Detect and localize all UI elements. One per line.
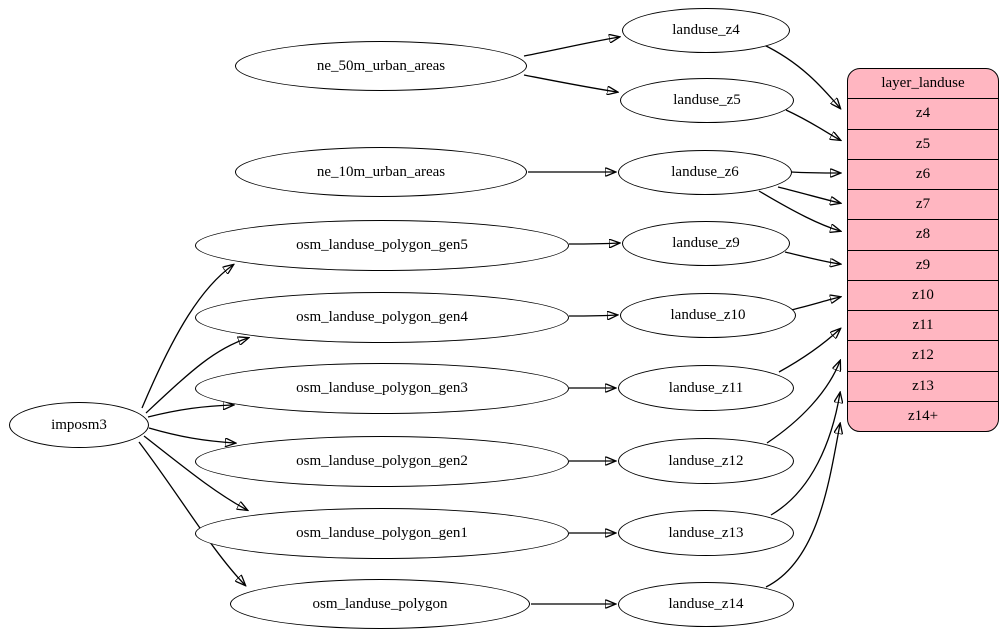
node-ne-50m-urban-areas: ne_50m_urban_areas bbox=[235, 41, 527, 91]
layer-table-row: z5 bbox=[848, 128, 998, 159]
layer-table-header: layer_landuse bbox=[881, 75, 965, 92]
node-landuse-z5: landuse_z5 bbox=[620, 78, 794, 123]
node-osm-landuse-polygon-gen1: osm_landuse_polygon_gen1 bbox=[195, 508, 569, 559]
layer-table-row: z9 bbox=[848, 249, 998, 280]
layer-table-row: z6 bbox=[848, 158, 998, 189]
node-osm-landuse-polygon-gen3: osm_landuse_polygon_gen3 bbox=[195, 363, 569, 414]
layer-table-row: z12 bbox=[848, 340, 998, 370]
node-landuse-z12: landuse_z12 bbox=[618, 438, 794, 484]
layer-table-row: z4 bbox=[848, 98, 998, 128]
node-osm-landuse-polygon: osm_landuse_polygon bbox=[230, 579, 530, 629]
layer-table-row: z14+ bbox=[848, 400, 998, 431]
node-osm-landuse-polygon-gen4: osm_landuse_polygon_gen4 bbox=[195, 292, 569, 343]
node-landuse-z13: landuse_z13 bbox=[618, 510, 794, 556]
node-landuse-z9: landuse_z9 bbox=[622, 221, 790, 266]
layer-table-row: z7 bbox=[848, 189, 998, 219]
node-osm-landuse-polygon-gen2: osm_landuse_polygon_gen2 bbox=[195, 436, 569, 487]
layer-table-row: z8 bbox=[848, 219, 998, 249]
node-landuse-z11: landuse_z11 bbox=[618, 365, 794, 411]
node-osm-landuse-polygon-gen5: osm_landuse_polygon_gen5 bbox=[195, 220, 569, 271]
node-landuse-z14: landuse_z14 bbox=[618, 582, 794, 627]
node-landuse-z6: landuse_z6 bbox=[618, 150, 792, 195]
node-landuse-z10: landuse_z10 bbox=[620, 293, 796, 338]
layer-table-row: z13 bbox=[848, 370, 998, 401]
node-landuse-z4: landuse_z4 bbox=[622, 8, 790, 53]
layer-table-row: z10 bbox=[848, 279, 998, 310]
node-ne-10m-urban-areas: ne_10m_urban_areas bbox=[235, 147, 527, 197]
layer-table-row: z11 bbox=[848, 310, 998, 340]
node-imposm3: imposm3 bbox=[9, 402, 149, 448]
